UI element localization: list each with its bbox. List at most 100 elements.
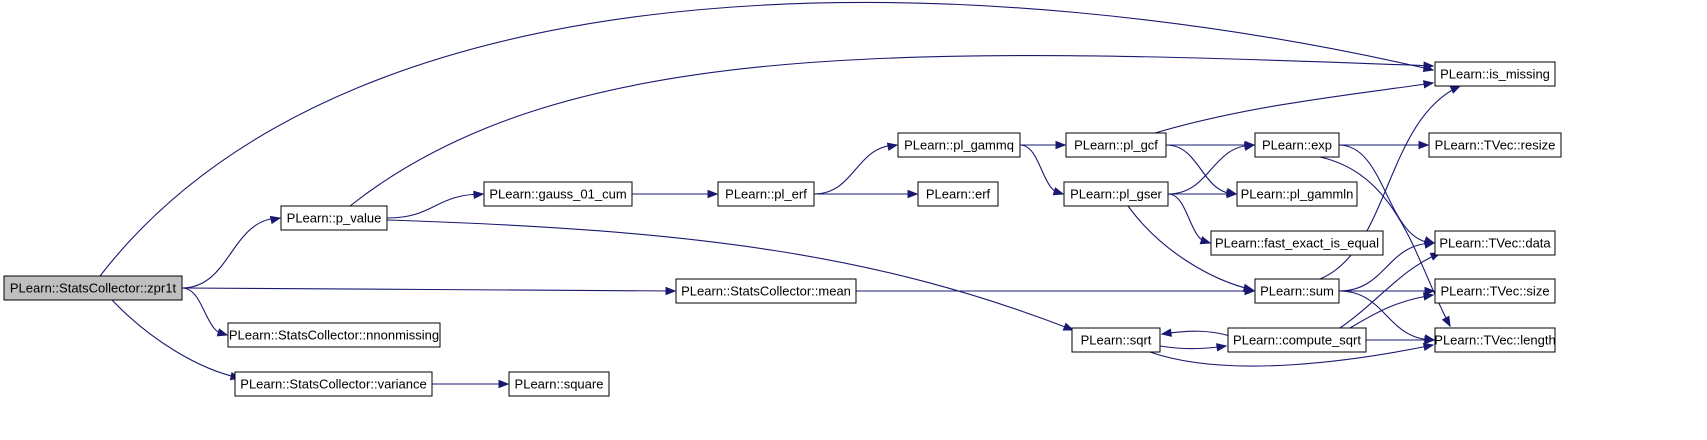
edge-line	[1161, 330, 1231, 337]
node-pl-erf[interactable]: PLearn::pl_erf	[717, 181, 815, 207]
node-label: PLearn::pl_gammln	[1241, 187, 1354, 202]
node-p-value[interactable]: PLearn::p_value	[280, 205, 388, 231]
node-label: PLearn::pl_erf	[725, 187, 807, 202]
node-variance[interactable]: PLearn::StatsCollector::variance	[234, 371, 433, 397]
node-box[interactable]	[1065, 132, 1167, 158]
edge-arrowhead	[1243, 142, 1256, 151]
node-label: PLearn::StatsCollector::nnonmissing	[229, 328, 439, 343]
edge-line	[386, 193, 484, 219]
edge-arrowhead	[907, 189, 919, 199]
node-box[interactable]	[1434, 61, 1556, 87]
node-label: PLearn::fast_exact_is_equal	[1215, 236, 1379, 251]
edge-pl_erf-to-erf	[813, 189, 919, 199]
edge-arrowhead	[1226, 189, 1238, 199]
node-size[interactable]: PLearn::TVec::size	[1434, 278, 1556, 304]
node-pl-gser[interactable]: PLearn::pl_gser	[1063, 181, 1169, 207]
edge-line	[1319, 85, 1461, 280]
edge-arrowhead	[1449, 85, 1462, 94]
node-box[interactable]	[897, 132, 1021, 158]
node-length[interactable]: PLearn::TVec::length	[1434, 327, 1556, 353]
node-sum[interactable]: PLearn::sum	[1254, 278, 1340, 304]
node-box[interactable]	[1254, 278, 1340, 304]
node-box[interactable]	[280, 205, 388, 231]
edge-compute_sqrt-to-sqrt	[1160, 328, 1231, 337]
edge-line	[181, 217, 281, 289]
node-box[interactable]	[675, 278, 857, 304]
node-label: PLearn::erf	[926, 187, 991, 202]
edge-p_value-to-is_missing	[349, 55, 1435, 207]
edge-zpr1t-to-nnonmissing	[181, 287, 229, 337]
edge-variance-to-square	[431, 379, 510, 389]
node-label: PLearn::TVec::resize	[1435, 138, 1556, 153]
edge-line	[1127, 205, 1254, 291]
node-pl-gammln[interactable]: PLearn::pl_gammln	[1236, 181, 1358, 207]
node-pl-gammq[interactable]: PLearn::pl_gammq	[897, 132, 1021, 158]
node-sqrt[interactable]: PLearn::sqrt	[1071, 327, 1161, 353]
node-exp[interactable]: PLearn::exp	[1254, 132, 1340, 158]
edge-line	[1338, 144, 1435, 244]
node-label: PLearn::square	[515, 377, 604, 392]
edge-line	[1019, 144, 1064, 195]
edge-sqrt-to-compute_sqrt	[1159, 343, 1228, 352]
edge-line	[1338, 290, 1435, 341]
edge-arrowhead	[1424, 286, 1436, 296]
edge-line	[813, 144, 898, 195]
edge-line	[99, 1, 1434, 277]
edge-exp-to-resize	[1339, 140, 1430, 150]
node-box[interactable]	[1254, 132, 1340, 158]
node-erf[interactable]: PLearn::erf	[917, 181, 999, 207]
node-fast-exact-is-equal[interactable]: PLearn::fast_exact_is_equal	[1210, 230, 1384, 256]
edge-line	[111, 299, 241, 379]
edge-pl_erf-to-pl_gammq	[813, 142, 899, 195]
node-box[interactable]	[234, 371, 433, 397]
node-box[interactable]	[3, 275, 183, 301]
node-gauss-01-cum[interactable]: PLearn::gauss_01_cum	[483, 181, 633, 207]
node-resize[interactable]: PLearn::TVec::resize	[1428, 132, 1562, 158]
edge-zpr1t-to-mean	[181, 286, 677, 296]
edge-arrowhead	[473, 190, 485, 200]
edge-p_value-to-sqrt	[386, 219, 1075, 331]
node-box[interactable]	[1210, 230, 1384, 256]
node-mean[interactable]: PLearn::StatsCollector::mean	[675, 278, 857, 304]
edge-pl_gcf-to-pl_gammln	[1165, 144, 1238, 197]
edge-pl_gser-to-pl_gammln	[1167, 189, 1238, 199]
node-box[interactable]	[1434, 278, 1556, 304]
node-label: PLearn::compute_sqrt	[1233, 333, 1361, 348]
edge-arrowhead	[1424, 335, 1436, 345]
node-compute-sqrt[interactable]: PLearn::compute_sqrt	[1227, 327, 1367, 353]
node-box[interactable]	[1071, 327, 1161, 353]
edge-sqrt-to-length	[1149, 342, 1435, 367]
edge-zpr1t-to-p_value	[181, 215, 282, 289]
node-box[interactable]	[1434, 327, 1556, 353]
edge-line	[1338, 242, 1435, 292]
node-label: PLearn::pl_gser	[1070, 187, 1162, 202]
node-box[interactable]	[917, 181, 999, 207]
node-pl-gcf[interactable]: PLearn::pl_gcf	[1065, 132, 1167, 158]
node-label: PLearn::sum	[1260, 284, 1334, 299]
node-is-missing[interactable]: PLearn::is_missing	[1434, 61, 1556, 87]
node-box[interactable]	[1428, 132, 1562, 158]
edge-arrowhead	[1422, 342, 1435, 352]
node-box[interactable]	[1063, 181, 1169, 207]
node-zpr1t[interactable]: PLearn::StatsCollector::zpr1t	[3, 275, 183, 301]
edge-sum-to-size	[1338, 286, 1436, 296]
edge-arrowhead	[665, 286, 677, 296]
edge-arrowhead	[1244, 286, 1256, 296]
node-label: PLearn::TVec::data	[1439, 236, 1551, 251]
node-box[interactable]	[483, 181, 633, 207]
edge-arrowhead	[1423, 61, 1435, 70]
node-label: PLearn::exp	[1262, 138, 1332, 153]
node-box[interactable]	[1227, 327, 1367, 353]
node-square[interactable]: PLearn::square	[508, 371, 610, 397]
node-box[interactable]	[717, 181, 815, 207]
node-box[interactable]	[1236, 181, 1358, 207]
node-box[interactable]	[1434, 230, 1556, 256]
edge-sum-to-data	[1338, 240, 1436, 292]
edge-line	[1339, 252, 1441, 329]
edge-compute_sqrt-to-length	[1366, 335, 1436, 345]
node-box[interactable]	[227, 322, 441, 348]
node-nnonmissing[interactable]: PLearn::StatsCollector::nnonmissing	[227, 322, 441, 348]
edge-line	[386, 219, 1074, 331]
node-data[interactable]: PLearn::TVec::data	[1434, 230, 1556, 256]
node-box[interactable]	[508, 371, 610, 397]
